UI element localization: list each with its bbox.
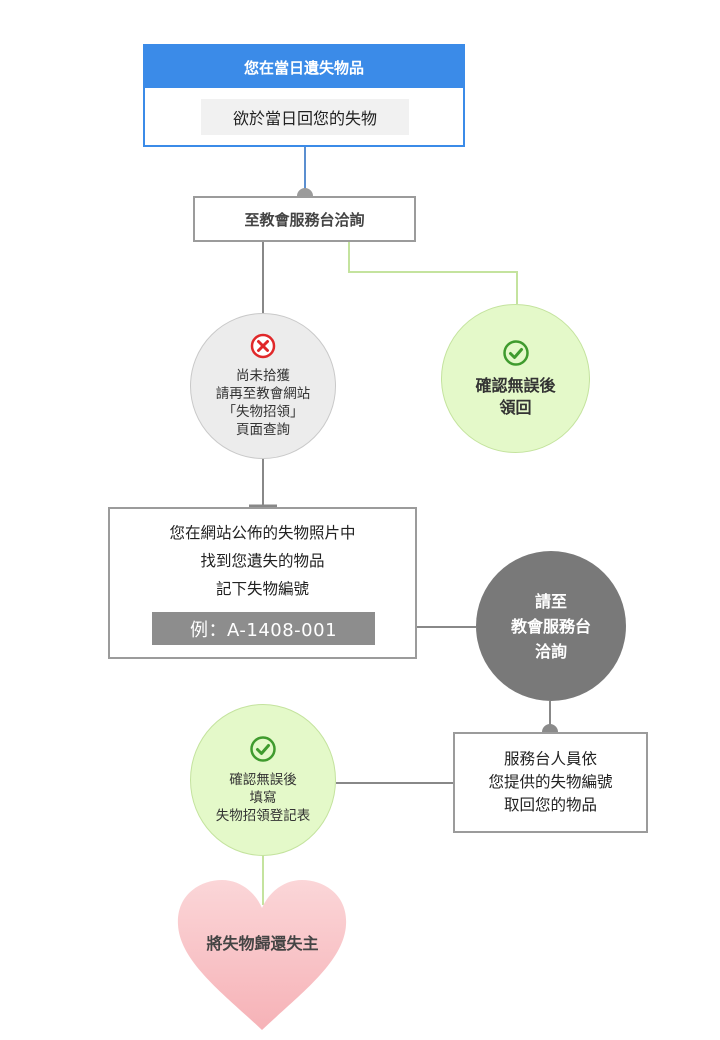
photo-found-box: 您在網站公佈的失物照片中 找到您遺失的物品 記下失物編號 例：A-1408-00…	[108, 507, 417, 659]
example-number-bar: 例：A-1408-001	[152, 612, 375, 645]
lost-today-card: 您在當日遺失物品 欲於當日回您的失物	[143, 44, 465, 147]
desk-inquiry-box: 至教會服務台洽詢	[193, 196, 416, 242]
connector-top-desk-cap	[297, 188, 313, 196]
confirm-fill-line-3: 失物招領登記表	[215, 808, 311, 824]
staff-line-3: 取回您的物品	[503, 796, 597, 814]
confirm-return-circle: 確認無誤後 領回	[441, 304, 590, 453]
confirm-fill-line-1: 確認無誤後	[229, 772, 297, 788]
go-desk-circle: 請至 教會服務台 洽詢	[476, 551, 626, 701]
confirm-return-line-2: 領回	[499, 397, 532, 417]
not-found-line-2: 請再至教會網站	[215, 386, 311, 402]
x-circle-icon	[250, 333, 276, 359]
confirm-fill-circle: 確認無誤後 填寫 失物招領登記表	[190, 704, 336, 856]
go-desk-line-3: 洽詢	[534, 641, 567, 661]
confirm-fill-line-2: 填寫	[249, 790, 277, 806]
connector-godesk-staff-cap	[542, 724, 558, 732]
not-found-line-4: 頁面查詢	[236, 422, 290, 438]
check-circle-icon	[250, 736, 276, 762]
connector-desk-confirm	[348, 242, 518, 304]
photo-found-line-3: 記下失物編號	[215, 580, 309, 598]
photo-found-line-2: 找到您遺失的物品	[200, 552, 325, 570]
confirm-return-line-1: 確認無誤後	[475, 375, 556, 395]
go-desk-line-1: 請至	[534, 591, 567, 611]
photo-found-line-1: 您在網站公佈的失物照片中	[169, 524, 356, 542]
not-found-line-1: 尚未拾獲	[236, 368, 290, 384]
staff-line-2: 您提供的失物編號	[488, 773, 613, 791]
go-desk-line-2: 教會服務台	[510, 616, 591, 636]
staff-retrieve-box: 服務台人員依 您提供的失物編號 取回您的物品	[453, 732, 648, 833]
not-found-line-3: 「失物招領」	[222, 404, 304, 420]
photo-found-text: 您在網站公佈的失物照片中 找到您遺失的物品 記下失物編號	[110, 519, 415, 603]
staff-line-1: 服務台人員依	[503, 750, 597, 768]
check-circle-icon	[502, 339, 529, 366]
lost-today-header: 您在當日遺失物品	[145, 46, 463, 88]
return-to-owner-label: 將失物歸還失主	[206, 934, 319, 953]
not-found-circle: 尚未拾獲 請再至教會網站 「失物招領」 頁面查詢	[190, 313, 336, 459]
lost-today-body: 欲於當日回您的失物	[201, 99, 409, 135]
heart-shape	[177, 880, 347, 1030]
